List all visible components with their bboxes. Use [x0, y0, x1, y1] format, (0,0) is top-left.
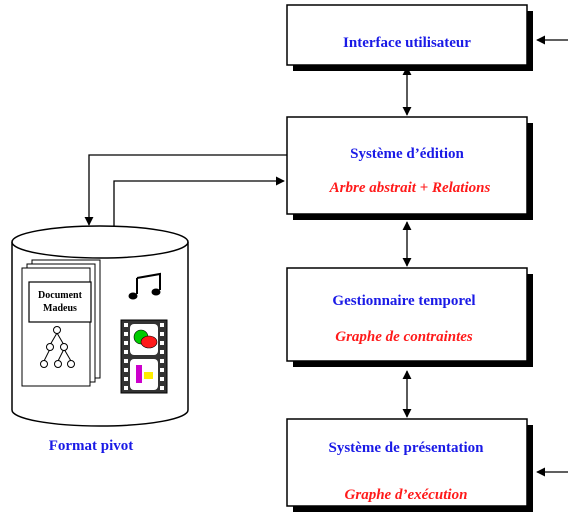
interface-utilisateur-box: Interface utilisateur [286, 4, 533, 71]
systeme-edition-subtitle: Arbre abstrait + Relations [329, 180, 491, 196]
arrow-edition-to-storage [84, 154, 287, 226]
systeme-edition-box: Système d’édition Arbre abstrait + Relat… [286, 116, 533, 220]
film-strip-icon [120, 319, 168, 394]
music-note-icon [128, 272, 161, 300]
tree-icon [40, 326, 75, 368]
systeme-presentation-box: Système de présentation Graphe d’exécuti… [286, 418, 533, 512]
document-madeus-icon: Document Madeus [21, 259, 101, 387]
gestionnaire-temporel-subtitle: Graphe de contraintes [335, 329, 473, 345]
gestionnaire-temporel-title: Gestionnaire temporel [332, 293, 475, 309]
document-label-line1: Document [38, 290, 83, 301]
format-pivot-label: Format pivot [49, 438, 134, 454]
systeme-presentation-title: Système de présentation [329, 440, 485, 456]
arrow-storage-to-edition [113, 176, 285, 230]
interface-utilisateur-title: Interface utilisateur [343, 35, 471, 51]
systeme-presentation-subtitle: Graphe d’exécution [345, 487, 468, 503]
document-label-line2: Madeus [43, 303, 77, 314]
gestionnaire-temporel-box: Gestionnaire temporel Graphe de contrain… [286, 267, 533, 367]
systeme-edition-title: Système d’édition [350, 146, 464, 162]
